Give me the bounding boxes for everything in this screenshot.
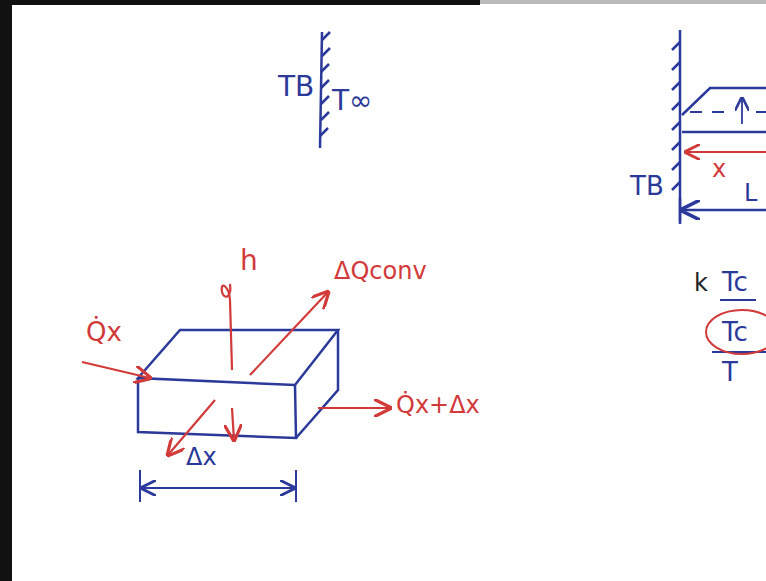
board-label: Q̇x+Δx — [396, 392, 480, 418]
board-label: Tc — [722, 268, 748, 297]
board-label: Tc — [722, 318, 748, 347]
board-label: TB — [630, 172, 664, 201]
heat-arrow — [82, 284, 390, 455]
board-label: TB — [278, 72, 314, 103]
board-edge — [0, 0, 480, 5]
element-box — [138, 330, 338, 438]
fin-sketch — [672, 30, 766, 352]
board-label: k — [694, 270, 708, 296]
wall-symbol — [320, 32, 330, 148]
board-label: h — [240, 246, 258, 277]
board-label: T — [722, 358, 738, 387]
board-label: Δx — [186, 444, 217, 470]
board-label: L — [744, 180, 757, 206]
dimension-line — [140, 470, 296, 502]
board-edge — [0, 0, 12, 581]
highlight-circle — [706, 310, 766, 354]
board-label: ΔQconv — [334, 258, 427, 284]
axis-arrow — [686, 151, 766, 153]
board-label: x — [712, 156, 726, 182]
board-label: Q̇x — [86, 318, 122, 347]
board-edge — [480, 0, 766, 4]
board-label: T∞ — [332, 86, 372, 117]
